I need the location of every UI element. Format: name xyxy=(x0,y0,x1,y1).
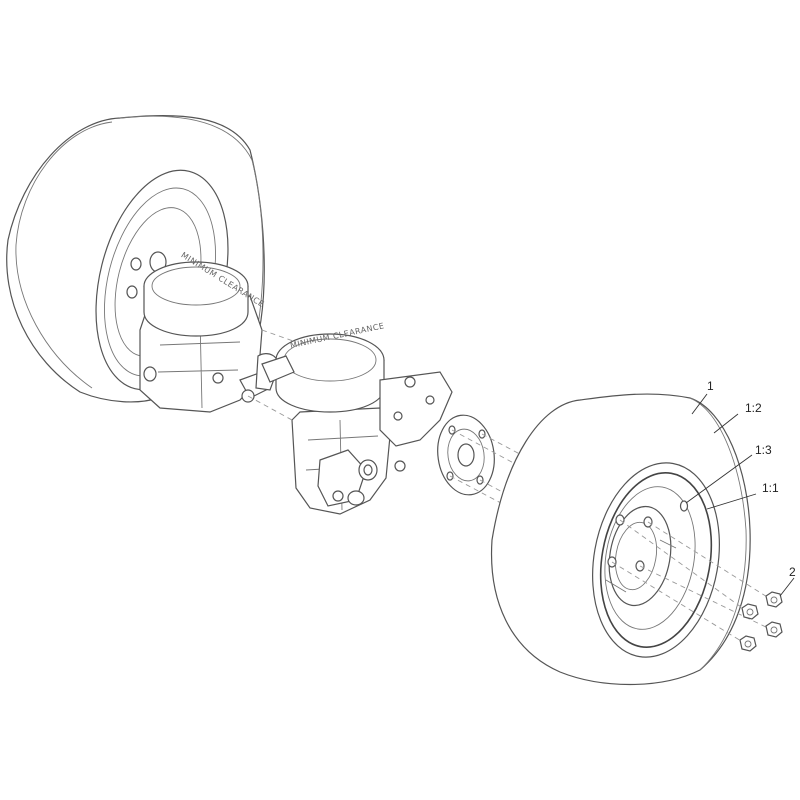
callout-label-1-3: 1:3 xyxy=(755,443,772,457)
callout-leader-1-3 xyxy=(685,454,753,504)
lug-nut xyxy=(765,591,783,608)
callouts: 1 1:2 1:3 1:1 2 xyxy=(685,379,796,597)
lug-nuts xyxy=(739,591,783,652)
lug-nut xyxy=(739,635,757,652)
right-motor-assembly: MINIMUM CLEARANCE xyxy=(261,321,453,515)
wheel-hub xyxy=(437,414,495,496)
callout-leader-2 xyxy=(779,577,795,597)
lug-nut xyxy=(741,603,759,620)
valve-stem xyxy=(679,500,689,512)
callout-leader-1-1 xyxy=(706,493,757,510)
callout-leader-1-2 xyxy=(713,413,739,434)
callout-label-1: 1 xyxy=(707,379,714,393)
callout-label-1-2: 1:2 xyxy=(745,401,762,415)
callout-leader-1 xyxy=(691,393,708,415)
right-wheel-rim xyxy=(599,472,713,648)
lug-nut xyxy=(765,621,783,638)
callout-label-1-1: 1:1 xyxy=(762,481,779,495)
callout-label-2: 2 xyxy=(789,565,796,579)
